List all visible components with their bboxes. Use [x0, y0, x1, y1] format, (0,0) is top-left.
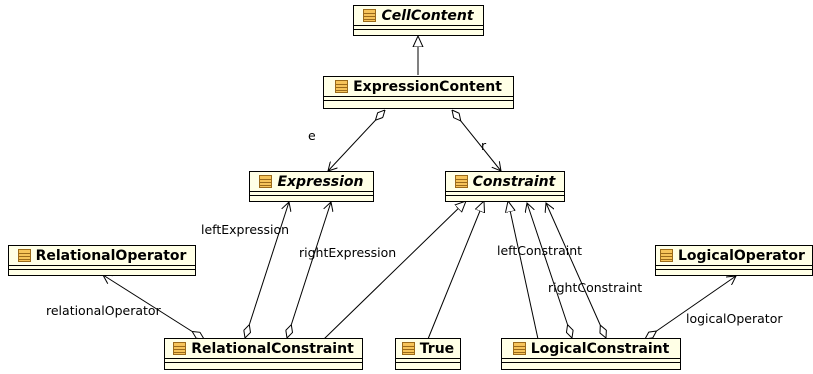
generalization-true-constraint — [427, 201, 484, 340]
operations-compartment — [324, 100, 513, 104]
class-name: LogicalConstraint — [530, 340, 670, 357]
class-icon — [363, 9, 377, 22]
class-name: RelationalOperator — [35, 247, 187, 264]
operations-compartment — [9, 269, 195, 273]
operations-compartment — [656, 269, 812, 273]
generalization-relationalconstraint-constraint — [323, 201, 466, 340]
class-expressioncontent[interactable]: ExpressionContent — [323, 76, 514, 109]
attributes-compartment — [165, 358, 362, 362]
role-label-logicaloperator: logicalOperator — [686, 311, 783, 326]
role-label-leftconstraint: leftConstraint — [497, 243, 583, 258]
association-rightexpression — [287, 202, 331, 338]
class-constraint[interactable]: Constraint — [445, 171, 565, 202]
class-cellcontent[interactable]: CellContent — [353, 5, 484, 36]
association-r — [452, 110, 501, 171]
role-label-rightconstraint: rightConstraint — [548, 280, 643, 295]
operations-compartment — [396, 362, 460, 366]
association-e — [328, 110, 385, 171]
class-icon — [512, 342, 526, 355]
attributes-compartment — [656, 265, 812, 269]
association-leftexpression — [245, 202, 289, 338]
attributes-compartment — [446, 191, 564, 195]
association-logicaloperator — [645, 276, 736, 339]
class-icon — [173, 342, 187, 355]
attributes-compartment — [9, 265, 195, 269]
class-relationalconstraint[interactable]: RelationalConstraint — [164, 338, 363, 370]
class-name: RelationalConstraint — [191, 340, 354, 357]
association-relationaloperator — [103, 275, 204, 339]
operations-compartment — [354, 29, 483, 33]
attributes-compartment — [396, 358, 460, 362]
class-icon — [17, 249, 31, 262]
operations-compartment — [502, 362, 680, 366]
class-icon — [335, 80, 349, 93]
attributes-compartment — [354, 25, 483, 29]
class-logicaloperator[interactable]: LogicalOperator — [655, 245, 813, 276]
association-rightconstraint — [546, 203, 606, 338]
role-label-leftexpression: leftExpression — [201, 222, 290, 237]
class-name: LogicalOperator — [678, 247, 805, 264]
class-icon — [660, 249, 673, 262]
class-name: Constraint — [472, 173, 556, 190]
attributes-compartment — [250, 191, 373, 195]
class-name: True — [419, 340, 455, 357]
role-label-rightexpression: rightExpression — [299, 245, 397, 260]
class-name: Expression — [277, 173, 364, 190]
class-name: CellContent — [381, 7, 474, 24]
class-icon — [259, 175, 273, 188]
role-label-e: e — [308, 128, 316, 143]
class-expression[interactable]: Expression — [249, 171, 374, 202]
operations-compartment — [250, 195, 373, 199]
operations-compartment — [446, 195, 564, 199]
class-relationaloperator[interactable]: RelationalOperator — [8, 245, 196, 276]
class-icon — [401, 342, 415, 355]
attributes-compartment — [324, 96, 513, 100]
class-true[interactable]: True — [395, 338, 461, 370]
role-label-r: r — [481, 138, 487, 153]
class-logicalconstraint[interactable]: LogicalConstraint — [501, 338, 681, 370]
class-icon — [454, 175, 468, 188]
class-name: ExpressionContent — [353, 78, 502, 95]
role-label-relationaloperator: relationalOperator — [46, 303, 161, 318]
operations-compartment — [165, 362, 362, 366]
attributes-compartment — [502, 358, 680, 362]
